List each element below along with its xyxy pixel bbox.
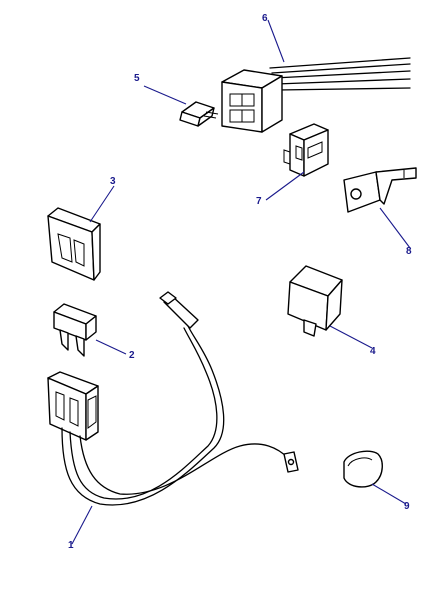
callout-5: 5 (134, 73, 140, 84)
callout-labels: 6 5 3 7 8 2 4 9 1 (68, 13, 412, 551)
callout-3: 3 (110, 176, 116, 187)
callout-4: 4 (370, 346, 376, 357)
part-2-blade-fuse (53, 303, 97, 357)
callout-6: 6 (262, 13, 268, 24)
part-5-mini-fuse (179, 101, 219, 127)
callout-7: 7 (256, 196, 262, 207)
callout-8: 8 (406, 246, 412, 257)
callout-9: 9 (404, 501, 410, 512)
callout-1: 1 (68, 540, 74, 551)
callout-2: 2 (129, 350, 135, 361)
part-6-connector-block (221, 57, 411, 133)
part-4-relay (287, 265, 343, 337)
leader-lines (71, 19, 411, 545)
part-1-fuse-holder-harness (47, 291, 299, 506)
part-8-mounting-bracket (343, 167, 417, 213)
part-3-fuse-holder (47, 207, 101, 281)
part-7-connector-housing (283, 123, 329, 177)
part-9-grommet (343, 450, 383, 488)
